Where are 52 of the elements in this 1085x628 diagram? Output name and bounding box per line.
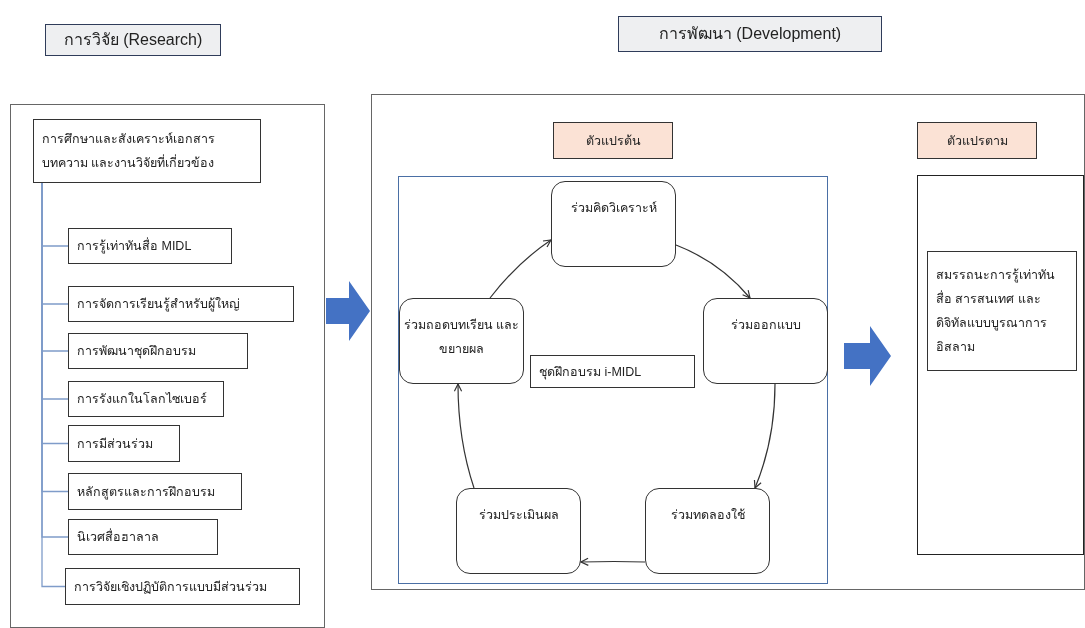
variable-box: [917, 122, 1037, 159]
topic-text: นิเวศสื่อฮาลาล: [77, 527, 159, 546]
topic-box: [65, 568, 300, 605]
outcome-frame: [917, 175, 1084, 555]
step-label: ร่วมออกแบบ: [730, 317, 801, 334]
topic-text: ชุดฝึกอบรม i-MIDL: [539, 363, 642, 382]
block-arrow: [326, 281, 370, 341]
step-box: [703, 298, 828, 384]
topic-box: [68, 425, 180, 462]
topic-box: [530, 355, 695, 388]
cycle-arrow: [675, 244, 751, 299]
cycle-arrow: [753, 383, 776, 489]
topic-box: [68, 519, 218, 555]
step-box: [399, 298, 524, 384]
step-box: [456, 488, 581, 574]
step-box: [551, 181, 676, 267]
topic-text: หลักสูตรและการฝึกอบรม: [77, 483, 215, 502]
topic-box: [68, 333, 248, 369]
panel-frame: [371, 94, 1085, 590]
variable-label: ตัวแปรตาม: [946, 132, 1008, 150]
step-box: [645, 488, 770, 574]
topic-box: [33, 119, 261, 183]
heading-box: [45, 24, 221, 56]
topic-box: [68, 473, 242, 510]
step-label: ร่วมคิดวิเคราะห์: [570, 200, 657, 217]
step-label: ร่วมถอดบทเรียน และขยายผล: [402, 317, 521, 358]
cycle-frame: [398, 176, 828, 584]
topic-box: [68, 228, 232, 264]
step-label: ร่วมทดลองใช้: [670, 507, 745, 524]
topic-text: การวิจัยเชิงปฏิบัติการแบบมีส่วนร่วม: [74, 578, 267, 596]
topic-box: [68, 381, 224, 417]
topic-text: การศึกษาและสังเคราะห์เอกสาร บทความ และงานวิจัยที่เกี่ยวข้อง: [42, 131, 216, 172]
cycle-arrow: [453, 383, 475, 489]
topic-text: การรู้เท่าทันสื่อ MIDL: [77, 236, 192, 256]
heading-box: [618, 16, 882, 52]
cycle-arrow: [580, 557, 646, 566]
step-label: ร่วมประเมินผล: [478, 507, 559, 524]
topic-text: สมรรถนะการรู้เท่าทันสื่อ สารสนเทศ และดิจิทัลแบบบูรณาการอิสลาม: [936, 267, 1056, 356]
tree-connector: [41, 182, 66, 588]
cycle-arrow: [489, 239, 552, 299]
block-arrow: [844, 326, 891, 386]
heading-text: การพัฒนา (Development): [658, 24, 842, 44]
heading-text: การวิจัย (Research): [63, 30, 203, 50]
topic-text: การจัดการเรียนรู้สำหรับผู้ใหญ่: [77, 296, 240, 314]
panel-frame: [10, 104, 325, 628]
topic-text: การพัฒนาชุดฝึกอบรม: [77, 343, 196, 361]
variable-label: ตัวแปรต้น: [585, 132, 641, 150]
topic-box: [68, 286, 294, 322]
variable-box: [553, 122, 673, 159]
topic-box: [927, 251, 1077, 371]
topic-text: การรังแกในโลกไซเบอร์: [77, 391, 207, 408]
topic-text: การมีส่วนร่วม: [77, 435, 153, 453]
